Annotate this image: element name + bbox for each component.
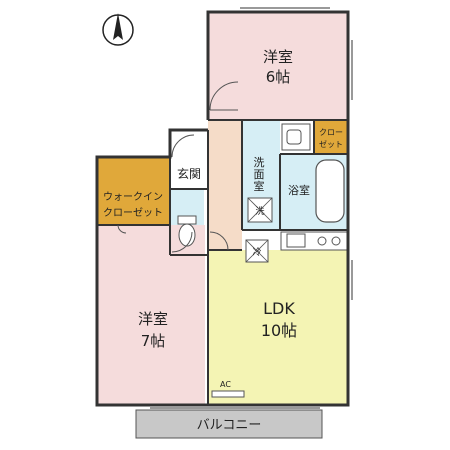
entrance bbox=[170, 157, 208, 189]
north-arrow-icon bbox=[102, 13, 134, 46]
bathtub-icon bbox=[315, 159, 345, 223]
toilet-bowl-icon bbox=[177, 215, 197, 247]
windows bbox=[150, 7, 353, 409]
corridor bbox=[208, 120, 242, 250]
bedroom-north-label: 洋室 bbox=[263, 48, 293, 66]
walk-in-closet-label: クローゼット bbox=[103, 207, 163, 219]
walls bbox=[95, 10, 350, 407]
inner-walls bbox=[97, 119, 348, 405]
sink-icon bbox=[286, 233, 306, 248]
stove-icon bbox=[331, 236, 341, 246]
ldk bbox=[208, 250, 348, 405]
washer-label: 洗 bbox=[255, 205, 264, 217]
walk-in-closet-label: ウォークイン bbox=[103, 191, 163, 203]
stove-icon bbox=[317, 236, 327, 246]
closet-small bbox=[314, 120, 348, 154]
washroom-label: 洗 bbox=[254, 156, 265, 169]
ldk-label: LDK bbox=[263, 299, 295, 318]
bedroom-north-size: 6帖 bbox=[266, 68, 291, 86]
wash-basin-icon bbox=[281, 123, 311, 151]
washroom-label: 室 bbox=[254, 179, 265, 193]
walk-in-closet bbox=[97, 157, 170, 225]
washroom-label: 面 bbox=[254, 168, 265, 181]
ac-label: AC bbox=[220, 380, 231, 389]
fridge-label: 冷 bbox=[252, 246, 261, 258]
washer-space bbox=[247, 197, 273, 223]
closet-label: ゼット bbox=[319, 139, 343, 149]
balcony-label: バルコニー bbox=[197, 418, 262, 433]
closet-label: クロー bbox=[319, 128, 343, 137]
balcony bbox=[135, 409, 323, 439]
entrance-label: 玄関 bbox=[177, 166, 201, 181]
ac-unit bbox=[211, 390, 245, 398]
bedroom-west-label: 洋室 bbox=[138, 310, 168, 328]
bedroom-west-size: 7帖 bbox=[141, 332, 166, 350]
fridge-space bbox=[245, 239, 269, 263]
bathroom-label: 浴室 bbox=[288, 183, 310, 197]
bedroom-north bbox=[208, 12, 348, 120]
ldk-size: 10帖 bbox=[261, 321, 297, 340]
door-swings bbox=[117, 81, 239, 253]
